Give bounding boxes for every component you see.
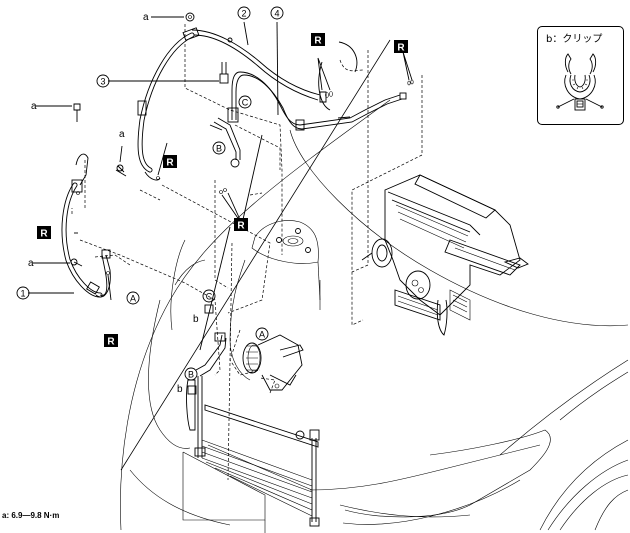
fastener-label: a (119, 129, 125, 140)
o-rings (76, 79, 414, 275)
fastener-label: a (143, 12, 149, 23)
refrigerant-pressure-sensor-3 (219, 62, 229, 84)
svg-text:1: 1 (20, 289, 25, 299)
svg-text:2: 2 (241, 9, 246, 19)
clip-icon-b (187, 385, 197, 395)
vehicle-body-outline (120, 39, 629, 531)
clip-icon (556, 53, 604, 111)
marker-c-top: C (238, 95, 252, 109)
strut-mount (251, 220, 321, 301)
legend-title: b：クリップ (546, 34, 603, 45)
fastener-label: a (28, 258, 34, 269)
replace-mark-r: R (394, 40, 408, 54)
marker-b-top: B (212, 141, 226, 155)
fastener-bolts (70, 12, 195, 267)
leader-lines (71, 24, 423, 481)
torque-spec-note: a: 6.9—9.8 N·m (2, 511, 60, 520)
svg-text:B: B (216, 144, 222, 154)
a-c-compressor (242, 334, 304, 391)
replace-mark-r: R (234, 218, 248, 232)
svg-text:R: R (166, 158, 174, 169)
condenser (182, 332, 320, 533)
svg-text:R: R (314, 36, 322, 47)
svg-text:A: A (259, 330, 265, 340)
svg-text:C: C (206, 292, 213, 302)
callout-2: 2 (237, 6, 251, 20)
cooler-pipe-joint-b (209, 107, 241, 168)
replace-mark-r: R (163, 155, 177, 169)
svg-text:C: C (242, 98, 249, 108)
cooler-hose-1 (61, 153, 111, 298)
marker-c-bottom: C (202, 289, 216, 303)
svg-text:R: R (40, 229, 48, 240)
marker-a-compressor: A (255, 327, 269, 341)
svg-text:R: R (107, 337, 115, 348)
fastener-label: a (31, 101, 37, 112)
a-c-unit (361, 174, 529, 336)
svg-text:3: 3 (100, 77, 105, 87)
cooler-pipe-4 (231, 71, 407, 131)
svg-text:A: A (130, 294, 136, 304)
callout-1: 1 (16, 286, 30, 300)
replace-mark-r: R (37, 226, 51, 240)
replace-markers: R R R R R R (37, 33, 408, 348)
bolt-icon (73, 261, 83, 267)
svg-text:R: R (237, 221, 245, 232)
callout-3: 3 (96, 74, 110, 88)
connection-markers: C B A C B A (126, 95, 269, 381)
svg-text:4: 4 (274, 9, 279, 19)
callout-leaders (28, 16, 413, 351)
marker-a-left: A (126, 291, 140, 305)
replace-mark-r: R (311, 33, 325, 47)
replace-mark-r: R (104, 334, 118, 348)
torque-labels: a a a a b b (28, 12, 199, 395)
clip-label: b (193, 314, 199, 325)
svg-text:B: B (188, 370, 194, 380)
nut-icon (185, 12, 195, 22)
marker-b-bottom: B (184, 367, 198, 381)
clip-legend-box: b：クリップ (537, 26, 624, 125)
bolt-icon (73, 103, 81, 122)
svg-text:R: R (397, 43, 405, 54)
cooler-hose-2 (137, 27, 327, 181)
part-callouts: 1 2 3 4 (16, 6, 284, 300)
clip-label: b (177, 384, 183, 395)
callout-4: 4 (270, 6, 284, 20)
bolt-icon (115, 165, 127, 177)
